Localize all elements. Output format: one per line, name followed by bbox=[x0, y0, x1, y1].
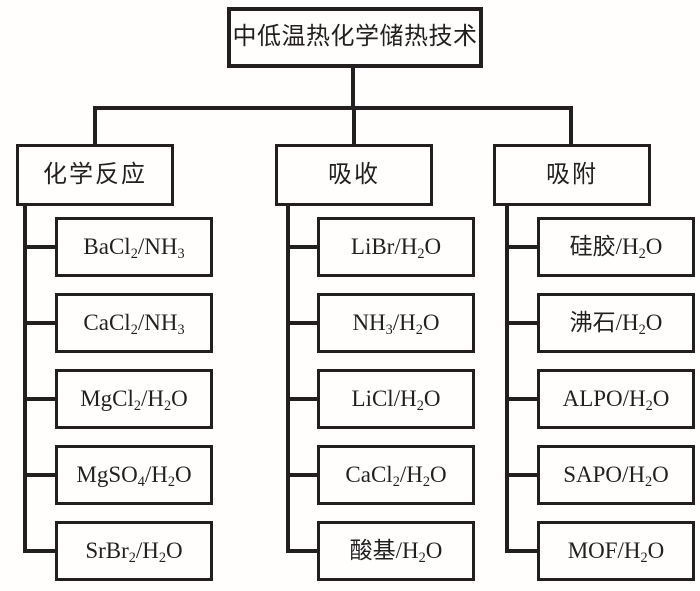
connector-stub bbox=[505, 321, 539, 325]
connector-stub bbox=[23, 245, 57, 249]
leaf-node: BaCl2/NH3 bbox=[55, 217, 213, 277]
connector-stub bbox=[505, 245, 539, 249]
leaf-node: SAPO/H2O bbox=[537, 445, 695, 505]
leaf-node-label: CaCl2/NH3 bbox=[83, 310, 185, 339]
root-node: 中低温热化学储热技术 bbox=[227, 7, 483, 68]
connector-drop-right bbox=[569, 106, 573, 146]
leaf-node-label: MgCl2/H2O bbox=[80, 386, 188, 415]
connector-stub bbox=[505, 473, 539, 477]
connector-stub bbox=[286, 321, 319, 325]
leaf-node: 沸石/H2O bbox=[537, 293, 695, 353]
root-node-label: 中低温热化学储热技术 bbox=[232, 24, 478, 51]
connector-stub bbox=[23, 473, 57, 477]
connector-stub bbox=[505, 549, 539, 553]
connector-stub bbox=[23, 549, 57, 553]
leaf-node-label: CaCl2/H2O bbox=[345, 462, 447, 491]
leaf-node-label: LiCl/H2O bbox=[351, 386, 441, 415]
connector-horizontal-bar bbox=[93, 106, 573, 110]
connector-stub bbox=[286, 397, 319, 401]
connector-spine-middle bbox=[286, 204, 290, 553]
leaf-node-label: LiBr/H2O bbox=[350, 234, 442, 263]
leaf-node: SrBr2/H2O bbox=[55, 521, 213, 581]
leaf-node: 酸基/H2O bbox=[317, 521, 475, 581]
leaf-node-label: 沸石/H2O bbox=[569, 310, 663, 339]
connector-root-stem bbox=[351, 66, 355, 110]
leaf-node-label: SrBr2/H2O bbox=[85, 538, 183, 567]
branch-node-label: 吸附 bbox=[546, 161, 598, 188]
branch-node-absorption: 吸收 bbox=[275, 144, 433, 206]
connector-stub bbox=[286, 549, 319, 553]
connector-drop-left bbox=[93, 106, 97, 146]
leaf-node-label: MgSO4/H2O bbox=[76, 462, 192, 491]
leaf-node: MgSO4/H2O bbox=[55, 445, 213, 505]
branch-node-chemical-reaction: 化学反应 bbox=[16, 144, 174, 206]
branch-node-label: 化学反应 bbox=[43, 161, 147, 188]
leaf-node: NH3/H2O bbox=[317, 293, 475, 353]
leaf-node-label: NH3/H2O bbox=[352, 310, 440, 339]
branch-node-label: 吸收 bbox=[328, 161, 380, 188]
leaf-node: 硅胶/H2O bbox=[537, 217, 695, 277]
leaf-node: LiCl/H2O bbox=[317, 369, 475, 429]
leaf-node-label: 硅胶/H2O bbox=[569, 234, 663, 263]
connector-stub bbox=[286, 245, 319, 249]
leaf-node-label: MOF/H2O bbox=[567, 538, 665, 567]
leaf-node-label: BaCl2/NH3 bbox=[83, 234, 185, 263]
connector-stub bbox=[23, 397, 57, 401]
leaf-node-label: 酸基/H2O bbox=[349, 538, 443, 567]
leaf-node: MgCl2/H2O bbox=[55, 369, 213, 429]
connector-stub bbox=[505, 397, 539, 401]
connector-spine-left bbox=[23, 204, 27, 553]
leaf-node: CaCl2/H2O bbox=[317, 445, 475, 505]
leaf-node-label: ALPO/H2O bbox=[562, 386, 670, 415]
connector-spine-right bbox=[505, 204, 509, 553]
leaf-node: MOF/H2O bbox=[537, 521, 695, 581]
leaf-node: CaCl2/NH3 bbox=[55, 293, 213, 353]
leaf-node: ALPO/H2O bbox=[537, 369, 695, 429]
connector-stub bbox=[286, 473, 319, 477]
connector-stub bbox=[23, 321, 57, 325]
connector-drop-middle bbox=[352, 106, 356, 146]
leaf-node-label: SAPO/H2O bbox=[563, 462, 669, 491]
branch-node-adsorption: 吸附 bbox=[493, 144, 651, 206]
leaf-node: LiBr/H2O bbox=[317, 217, 475, 277]
